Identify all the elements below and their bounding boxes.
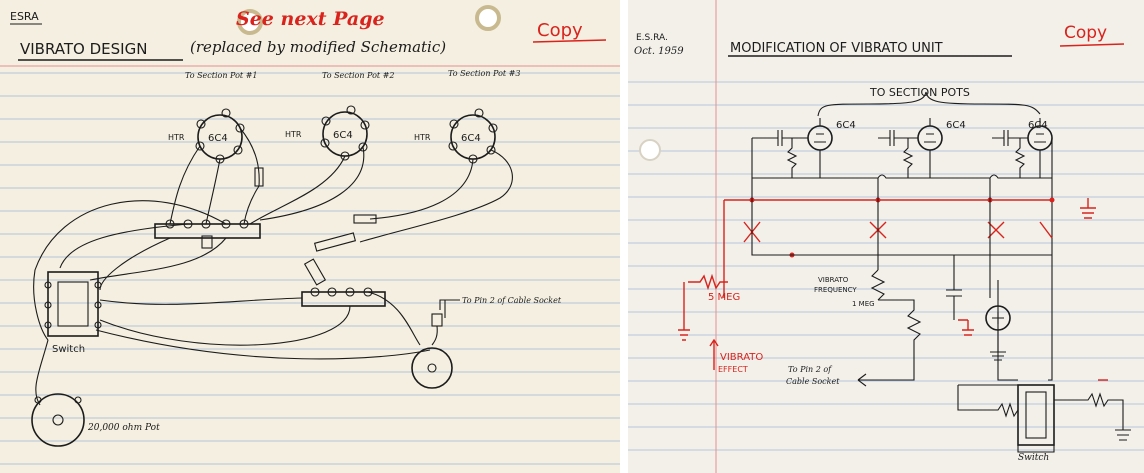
svg-text:6C4: 6C4 bbox=[1028, 120, 1048, 131]
svg-text:6C4: 6C4 bbox=[333, 130, 353, 141]
copy-stamp: Copy bbox=[537, 20, 583, 41]
tube-6c4-1: 6C4 bbox=[807, 118, 856, 151]
switch-label: Switch bbox=[1018, 453, 1049, 463]
svg-text:6C4: 6C4 bbox=[836, 120, 856, 131]
corner-author: E.S.RA. bbox=[636, 33, 668, 43]
right-schematic-drawing: E.S.RA. Oct. 1959 MODIFICATION OF VIBRAT… bbox=[628, 0, 1144, 473]
section-pot-2-label: To Section Pot #2 bbox=[322, 71, 394, 80]
section-pot-1-label: To Section Pot #1 bbox=[185, 71, 257, 80]
five-meg-label: 5 MEG bbox=[708, 292, 740, 303]
tube-6c4-2: 6C4 bbox=[917, 118, 966, 151]
copy-stamp: Copy bbox=[1064, 23, 1107, 43]
wiring bbox=[33, 127, 513, 406]
vibrato-effect-label-2: EFFECT bbox=[718, 365, 748, 374]
corner-label: ESRA bbox=[10, 10, 39, 23]
section-pots-brace bbox=[817, 91, 1041, 117]
hole-punch bbox=[237, 9, 263, 35]
resistor bbox=[303, 258, 327, 286]
svg-text:HTR: HTR bbox=[168, 133, 185, 142]
vibrato-frequency-label-2: FREQUENCY bbox=[814, 286, 857, 294]
cable-socket bbox=[411, 347, 453, 389]
tube-6c4-3: 6C4 bbox=[1027, 118, 1053, 151]
svg-text:6C4: 6C4 bbox=[208, 133, 228, 144]
svg-text:6C4: 6C4 bbox=[946, 120, 966, 131]
resistor bbox=[313, 232, 357, 252]
indicator-lamp bbox=[985, 305, 1011, 361]
left-notebook-page: ESRA VIBRATO DESIGN (replaced by modifie… bbox=[0, 0, 620, 473]
ruled-lines bbox=[628, 0, 1144, 473]
hole-punch bbox=[639, 139, 661, 161]
page-subtitle: (replaced by modified Schematic) bbox=[190, 38, 446, 56]
cable-socket-label-2: Cable Socket bbox=[786, 377, 840, 386]
terminal-strip-2 bbox=[301, 291, 386, 307]
switch bbox=[957, 384, 1131, 453]
tube-circuits bbox=[751, 130, 1053, 270]
vibrato-frequency-label-1: VIBRATO bbox=[818, 276, 849, 284]
svg-text:6C4: 6C4 bbox=[461, 133, 481, 144]
terminal-strip-1 bbox=[154, 223, 261, 239]
switch-label: Switch bbox=[52, 344, 85, 355]
svg-text:HTR: HTR bbox=[285, 130, 302, 139]
hole-punch bbox=[475, 5, 501, 31]
ruled-lines bbox=[0, 65, 620, 465]
pot-20k bbox=[31, 393, 85, 447]
section-pots-label: TO SECTION POTS bbox=[869, 86, 970, 99]
cable-socket-label: To Pin 2 of Cable Socket bbox=[462, 296, 562, 305]
vibrato-effect-label-1: VIBRATO bbox=[720, 352, 763, 363]
corner-date: Oct. 1959 bbox=[634, 46, 684, 57]
tube-1: 6C4 HTR bbox=[168, 108, 245, 164]
left-schematic-drawing: ESRA VIBRATO DESIGN (replaced by modifie… bbox=[0, 5, 620, 465]
resistor bbox=[431, 313, 443, 327]
black-bus bbox=[751, 178, 1053, 387]
section-pot-3-label: To Section Pot #3 bbox=[448, 69, 520, 78]
cable-socket-label-1: To Pin 2 of bbox=[788, 365, 833, 374]
page-title: VIBRATO DESIGN bbox=[20, 40, 147, 58]
svg-text:HTR: HTR bbox=[414, 133, 431, 142]
switch bbox=[44, 271, 102, 337]
right-notebook-page: E.S.RA. Oct. 1959 MODIFICATION OF VIBRAT… bbox=[628, 0, 1144, 473]
capacitor bbox=[201, 235, 213, 249]
tube-3: 6C4 HTR bbox=[414, 108, 498, 164]
junction-dots bbox=[749, 197, 1055, 258]
page-title: MODIFICATION OF VIBRATO UNIT bbox=[730, 41, 943, 56]
see-next-page-note: See next Page bbox=[236, 8, 385, 30]
pot-label: 20,000 ohm Pot bbox=[87, 423, 160, 433]
vibrato-frequency-value: 1 MEG bbox=[852, 300, 875, 308]
tube-2: 6C4 HTR bbox=[285, 105, 370, 161]
